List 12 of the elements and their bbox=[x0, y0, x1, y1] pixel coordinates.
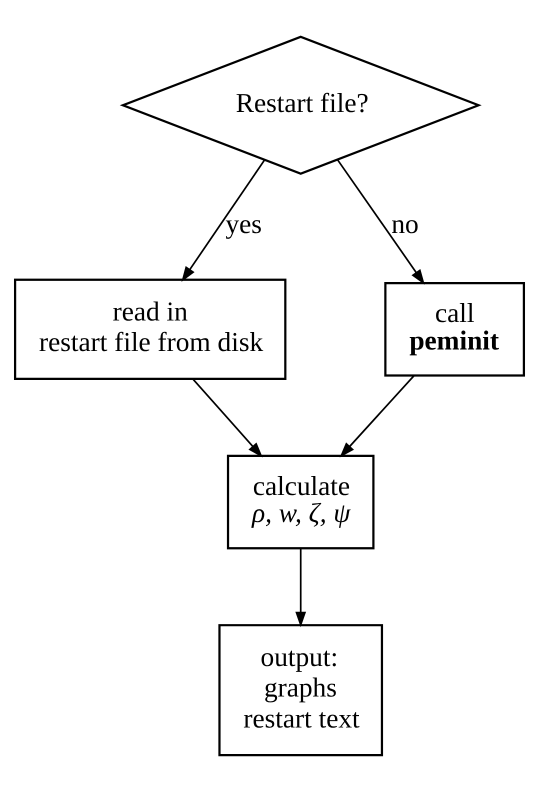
edge-label: yes bbox=[225, 208, 262, 239]
node-diamond: Restart file? bbox=[120, 35, 482, 174]
arrow bbox=[336, 158, 425, 284]
arrow bbox=[295, 548, 306, 627]
arrow bbox=[340, 374, 415, 457]
arrow bbox=[192, 378, 263, 458]
node-box: read in restart file from disk bbox=[14, 278, 286, 380]
arrow bbox=[181, 158, 266, 282]
node-box: call peminit bbox=[384, 282, 526, 376]
edge-label: no bbox=[391, 208, 419, 239]
node-box: calculate ρ, w, ζ, ψ bbox=[226, 454, 375, 549]
node-box: output: graphs restart text bbox=[218, 624, 384, 756]
